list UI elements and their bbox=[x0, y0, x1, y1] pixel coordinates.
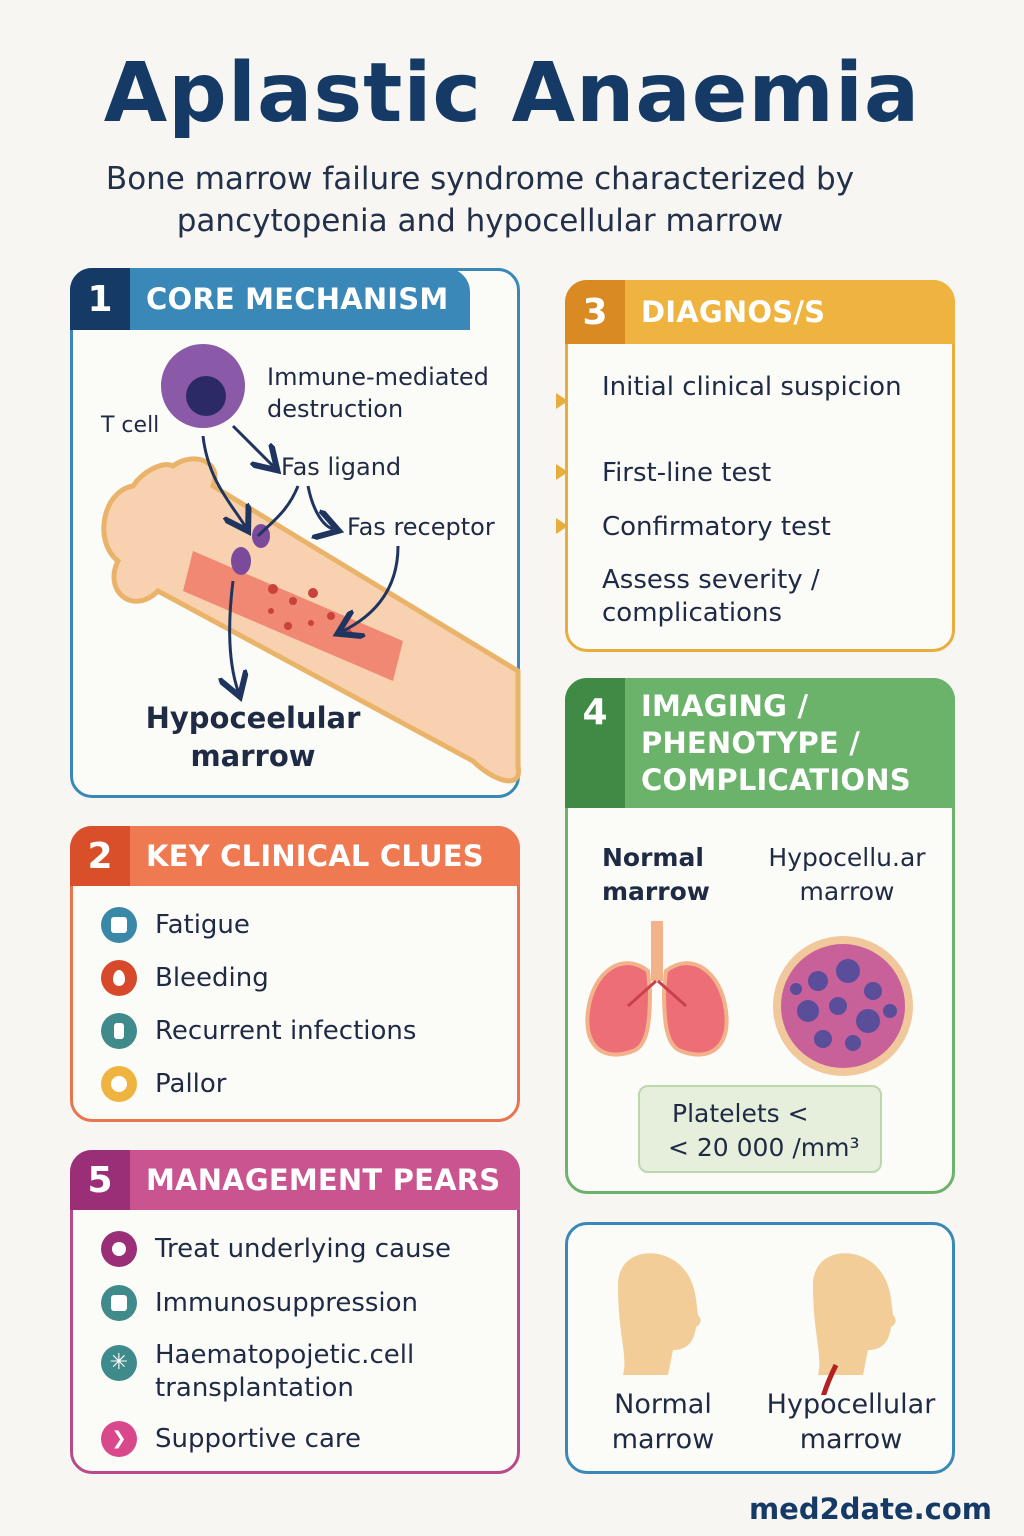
card-number: 2 bbox=[70, 826, 130, 886]
card-number: 5 bbox=[70, 1150, 130, 1210]
faces-illustration bbox=[618, 1253, 896, 1395]
card-number: 4 bbox=[565, 678, 625, 808]
list-item: Pallor bbox=[101, 1066, 227, 1102]
card-title: MANAGEMENT PEARS bbox=[130, 1150, 520, 1210]
list-item: Immunosuppression bbox=[101, 1285, 418, 1321]
site-link[interactable]: med2date.com bbox=[748, 1492, 992, 1526]
card-title: KEY CLINICAL CLUES bbox=[130, 826, 520, 886]
normal-marrow-label: Normal marrow bbox=[602, 843, 710, 906]
diagnosis-step: Confirmatory test bbox=[602, 512, 831, 542]
card-header: 1 CORE MECHANISM bbox=[70, 268, 470, 330]
list-item: Fatigue bbox=[101, 907, 250, 943]
fatigue-icon bbox=[101, 907, 137, 943]
fas-ligand-label: Fas ligand bbox=[281, 453, 402, 481]
immune-label: Immune-mediated destruction bbox=[267, 363, 489, 423]
card-header: 3 DIAGNOS/S bbox=[565, 280, 955, 344]
hypocellular-marrow-icon bbox=[773, 936, 913, 1076]
pallor-icon bbox=[101, 1066, 137, 1102]
bone-icon bbox=[101, 456, 521, 784]
list-item: ✳ Haematopojetic.cell transplantation bbox=[101, 1339, 481, 1405]
infection-icon bbox=[101, 1013, 137, 1049]
card-header: 5 MANAGEMENT PEARS bbox=[70, 1150, 520, 1210]
normal-face-label: Normal marrow bbox=[611, 1389, 715, 1455]
list-item: Recurrent infections bbox=[101, 1013, 416, 1049]
card-number: 3 bbox=[565, 280, 625, 344]
diagnosis-step: Assess severity / complications bbox=[602, 565, 820, 628]
page-subtitle: Bone marrow failure syndrome characteriz… bbox=[105, 161, 855, 239]
hypocellular-face-label: Hypocellular marrow bbox=[766, 1389, 936, 1455]
bone-diagram bbox=[101, 344, 521, 784]
card-title: CORE MECHANISM bbox=[130, 268, 470, 330]
blood-drop-icon bbox=[101, 960, 137, 996]
card-title: DIAGNOS/S bbox=[625, 280, 955, 344]
card-diagnosis: 3 DIAGNOS/S Initial clinical suspicion F… bbox=[556, 280, 955, 652]
marrow-images bbox=[585, 921, 913, 1076]
card-title: IMAGING / PHENOTYPE / COMPLICATIONS bbox=[625, 678, 955, 808]
list-item: Bleeding bbox=[101, 960, 269, 996]
card-header: 2 KEY CLINICAL CLUES bbox=[70, 826, 520, 886]
result-label: Hypoceelular marrow bbox=[145, 701, 361, 773]
fas-receptor-icon bbox=[231, 524, 270, 575]
platelets-label: Platelets < bbox=[672, 1099, 809, 1128]
head-normal-icon bbox=[618, 1253, 701, 1375]
diagnosis-step: Initial clinical suspicion bbox=[602, 372, 902, 402]
t-cell-icon bbox=[161, 344, 245, 428]
card-core-mechanism: 1 CORE MECHANISM bbox=[70, 268, 521, 798]
chevron-down-icon: ❯ bbox=[101, 1421, 137, 1457]
lungs-icon bbox=[585, 921, 729, 1057]
card-imaging: 4 IMAGING / PHENOTYPE / COMPLICATIONS No… bbox=[565, 678, 955, 1194]
card-key-clinical-clues: 2 KEY CLINICAL CLUES Fatigue Bleeding Re… bbox=[70, 826, 520, 1122]
list-item: ❯ Supportive care bbox=[101, 1421, 361, 1457]
step-arrow-icon bbox=[556, 464, 568, 480]
fas-receptor-label: Fas receptor bbox=[347, 513, 495, 541]
list-item: Treat underlying cause bbox=[101, 1231, 451, 1267]
target-icon bbox=[101, 1231, 137, 1267]
card-number: 1 bbox=[70, 268, 130, 330]
asterisk-icon: ✳ bbox=[101, 1345, 137, 1381]
diagnosis-step: First-line test bbox=[602, 458, 772, 488]
hypocellular-marrow-label: Hypocellu.ar marrow bbox=[768, 843, 926, 906]
card-header: 4 IMAGING / PHENOTYPE / COMPLICATIONS bbox=[565, 678, 955, 808]
step-arrow-icon bbox=[556, 518, 568, 534]
head-hypocellular-icon bbox=[813, 1253, 896, 1395]
card-faces: Normal marrow Hypocellular marrow bbox=[565, 1222, 955, 1474]
card-management: 5 MANAGEMENT PEARS Treat underlying caus… bbox=[70, 1150, 520, 1474]
pill-icon bbox=[101, 1285, 137, 1321]
platelets-value: < 20 000 /mm³ bbox=[668, 1133, 860, 1162]
platelets-box: Platelets < < 20 000 /mm³ bbox=[638, 1085, 882, 1173]
step-arrow-icon bbox=[556, 393, 568, 409]
page-title: Aplastic Anaemia bbox=[103, 46, 921, 141]
t-cell-label: T cell bbox=[101, 413, 160, 438]
